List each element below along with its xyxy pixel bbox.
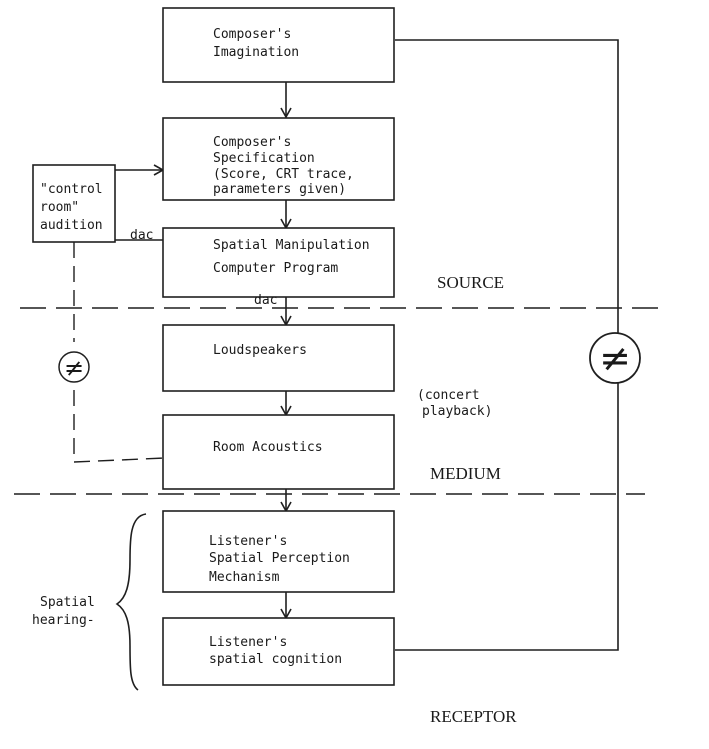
perception-line-2: Spatial Perception (209, 551, 350, 566)
control-room-line-2: room" (40, 200, 79, 215)
imagination-line-2: Imagination (213, 45, 299, 60)
box-room-acoustics (162, 414, 395, 490)
feedback-line-bottom (395, 383, 619, 651)
program-line-1: Spatial Manipulation (213, 238, 370, 253)
not-equal-circle-right (589, 332, 641, 384)
control-room-line-1: "control (40, 182, 103, 197)
perception-line-1: Listener's (209, 534, 287, 549)
loudspeakers-label: Loudspeakers (213, 343, 307, 358)
box-listener-cognition (162, 617, 395, 686)
section-label-medium: MEDIUM (430, 464, 501, 483)
perception-line-3: Mechanism (209, 570, 280, 585)
section-label-receptor: RECEPTOR (430, 707, 517, 726)
not-equal-icon-left: ≠ (64, 354, 84, 382)
spatial-hearing-brace (115, 513, 147, 691)
concert-playback-line-1: (concert (417, 388, 480, 403)
box-listener-perception (162, 510, 395, 593)
not-equal-icon: ≠ (599, 336, 631, 380)
dac-label-center: dac (254, 293, 277, 308)
dac-label-left: dac (130, 228, 153, 243)
feedback-line-top (395, 39, 619, 335)
section-label-source: SOURCE (437, 273, 504, 292)
not-equal-circle-left (58, 351, 90, 383)
program-line-2: Computer Program (213, 261, 338, 276)
spatial-hearing-line-2: hearing- (32, 613, 95, 628)
box-control-room-audition (32, 164, 116, 243)
concert-playback-line-2: playback) (422, 404, 492, 419)
box-loudspeakers (162, 324, 395, 392)
spatial-hearing-line-1: Spatial (40, 595, 95, 610)
box-composers-specification (162, 117, 395, 201)
control-room-line-3: audition (40, 218, 103, 233)
specification-line-4: parameters given) (213, 182, 346, 197)
cognition-line-2: spatial cognition (209, 652, 342, 667)
control-room-dashed-loop-bottom (73, 390, 166, 463)
box-spatial-manipulation-program (162, 227, 395, 298)
imagination-line-1: Composer's (213, 27, 291, 42)
specification-line-3: (Score, CRT trace, (213, 167, 354, 182)
box-composers-imagination (162, 7, 395, 83)
specification-line-2: Specification (213, 151, 315, 166)
cognition-line-1: Listener's (209, 635, 287, 650)
specification-line-1: Composer's (213, 135, 291, 150)
room-acoustics-label: Room Acoustics (213, 440, 323, 455)
